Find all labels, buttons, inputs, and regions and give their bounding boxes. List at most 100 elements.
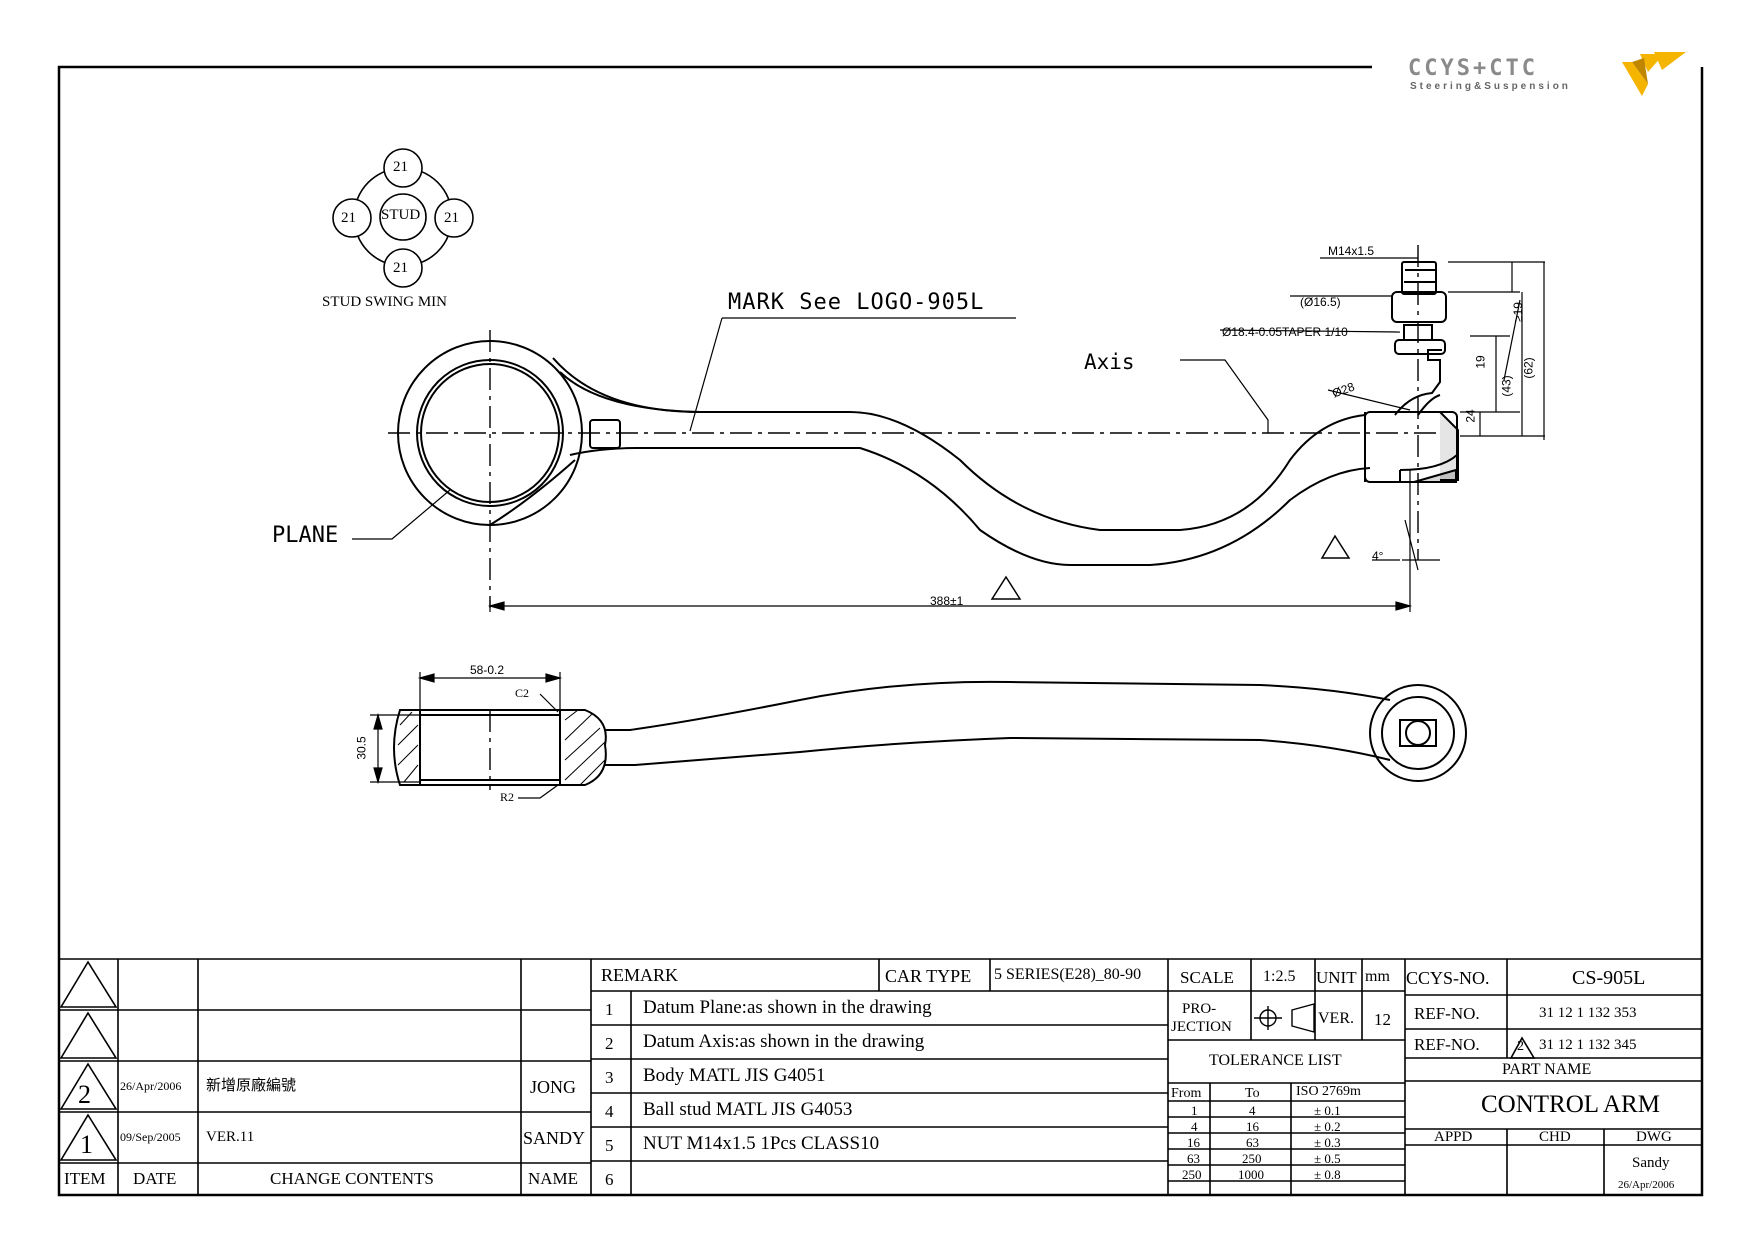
car-type-label: CAR TYPE [885, 966, 972, 986]
swing-center-label: STUD [381, 207, 421, 223]
section-hatch [397, 709, 606, 786]
rev-date-1: 09/Sep/2005 [120, 1130, 181, 1144]
swing-angle-top: 21 [393, 159, 408, 175]
plane-callout: PLANE [272, 523, 339, 548]
dim-v24: 24 [1463, 409, 1478, 423]
remark-no-5: 5 [605, 1136, 614, 1155]
ref-no-label-1: REF-NO. [1414, 1004, 1480, 1023]
projection-label-2: JECTION [1171, 1019, 1232, 1035]
tol-iso-5: ± 0.8 [1314, 1167, 1341, 1182]
unit-value: mm [1365, 968, 1390, 985]
rev-header-name: NAME [528, 1169, 579, 1188]
dim-r2: R2 [500, 790, 515, 804]
dim-angle4: 4° [1372, 549, 1384, 563]
tol-to-5: 1000 [1238, 1167, 1264, 1182]
rev-contents-2: 新增原廠編號 [206, 1078, 297, 1094]
tol-from-4: 63 [1187, 1151, 1200, 1166]
dim-length: 388±1 [930, 594, 964, 608]
rev-date-2: 26/Apr/2006 [120, 1079, 182, 1093]
unit-label: UNIT [1316, 968, 1357, 987]
dim-v19b: 19 [1473, 355, 1488, 369]
remark-text-3: Body MATL JIS G4051 [643, 1065, 826, 1086]
ver-label: VER. [1318, 1010, 1354, 1027]
part-name-label: PART NAME [1502, 1061, 1592, 1078]
ref-no-value-1: 31 12 1 132 353 [1539, 1005, 1637, 1021]
scale-value: 1:2.5 [1263, 968, 1296, 985]
remark-text-4: Ball stud MATL JIS G4053 [643, 1099, 853, 1120]
arm-side-view [393, 680, 1467, 786]
logo-mark-icon [1622, 52, 1686, 96]
ref-no-label-2: REF-NO. [1414, 1035, 1480, 1054]
rev-item-1: 1 [80, 1130, 93, 1159]
tol-header-to: To [1245, 1086, 1260, 1101]
title-block-grid [59, 958, 1702, 1195]
dim-width58: 58-0.2 [470, 663, 505, 677]
tol-header-iso: ISO 2769m [1296, 1084, 1361, 1099]
rev-item-2: 2 [78, 1080, 91, 1109]
logo-text: CCYS+CTC [1408, 56, 1538, 81]
dim-taper: Ø18.4-0.05TAPER 1/10 [1222, 325, 1348, 339]
tol-to-2: 16 [1246, 1119, 1259, 1134]
remark-text-2: Datum Axis:as shown in the drawing [643, 1031, 925, 1052]
tol-from-5: 250 [1182, 1167, 1202, 1182]
dwg-label: DWG [1636, 1129, 1672, 1145]
dim-v62: (62) [1521, 357, 1536, 379]
dim-h305: 30.5 [354, 736, 369, 760]
tol-iso-3: ± 0.3 [1314, 1135, 1341, 1150]
tol-to-3: 63 [1246, 1135, 1259, 1150]
ccys-no-label: CCYS-NO. [1406, 968, 1490, 988]
brand-logo: CCYS+CTC Steering&Suspension [1408, 48, 1698, 108]
tol-to-4: 250 [1242, 1151, 1262, 1166]
tol-from-2: 4 [1191, 1119, 1198, 1134]
stud-swing-diagram [332, 148, 474, 288]
rev-name-1: SANDY [523, 1128, 586, 1148]
ccys-no-value: CS-905L [1572, 967, 1646, 989]
tol-iso-1: ± 0.1 [1314, 1103, 1341, 1118]
remark-no-2: 2 [605, 1034, 614, 1053]
ref-no-value-2: 31 12 1 132 345 [1539, 1037, 1637, 1053]
tol-iso-2: ± 0.2 [1314, 1119, 1341, 1134]
arm-top-view [397, 261, 1459, 566]
remark-no-6: 6 [605, 1170, 614, 1189]
dim-v19a: ≥19 [1510, 302, 1525, 322]
tol-from-3: 16 [1187, 1135, 1200, 1150]
remark-no-1: 1 [605, 1000, 614, 1019]
remark-no-3: 3 [605, 1068, 614, 1087]
rev-contents-1: VER.11 [206, 1129, 255, 1145]
remark-text-1: Datum Plane:as shown in the drawing [643, 997, 932, 1018]
projection-symbol [1254, 1003, 1315, 1033]
ver-value: 12 [1374, 1010, 1391, 1029]
mark-callout: MARK See LOGO-905L [728, 290, 985, 315]
car-type-value: 5 SERIES(E28)_80-90 [994, 966, 1142, 983]
tol-iso-4: ± 0.5 [1314, 1151, 1341, 1166]
tol-header-from: From [1171, 1086, 1202, 1101]
appd-label: APPD [1434, 1129, 1473, 1145]
rev-header-date: DATE [133, 1169, 177, 1188]
revision-triangles [59, 960, 1536, 1161]
logo-tagline: Steering&Suspension [1410, 81, 1571, 92]
ref-rev-mark: 2 [1517, 1039, 1524, 1054]
dwg-by: Sandy [1632, 1155, 1670, 1171]
tolerance-title: TOLERANCE LIST [1209, 1052, 1342, 1069]
rev-name-2: JONG [530, 1077, 577, 1097]
dwg-date: 26/Apr/2006 [1618, 1179, 1675, 1191]
rev-header-item: ITEM [64, 1169, 106, 1188]
swing-angle-left: 21 [341, 210, 356, 226]
chd-label: CHD [1539, 1129, 1571, 1145]
swing-caption: STUD SWING MIN [322, 294, 447, 310]
part-name-value: CONTROL ARM [1481, 1091, 1660, 1118]
tol-from-1: 1 [1191, 1103, 1198, 1118]
remark-label: REMARK [601, 965, 679, 985]
dim-thread: M14x1.5 [1328, 244, 1375, 258]
scale-label: SCALE [1180, 968, 1234, 987]
swing-angle-right: 21 [444, 210, 459, 226]
dim-c2: C2 [515, 686, 530, 700]
tol-to-1: 4 [1249, 1103, 1256, 1118]
remark-no-4: 4 [605, 1102, 614, 1121]
remark-text-5: NUT M14x1.5 1Pcs CLASS10 [643, 1133, 880, 1154]
rev-header-contents: CHANGE CONTENTS [270, 1169, 434, 1188]
axis-callout: Axis [1084, 350, 1135, 374]
dim-d16: (Ø16.5) [1300, 295, 1341, 309]
projection-label-1: PRO- [1182, 1001, 1217, 1017]
